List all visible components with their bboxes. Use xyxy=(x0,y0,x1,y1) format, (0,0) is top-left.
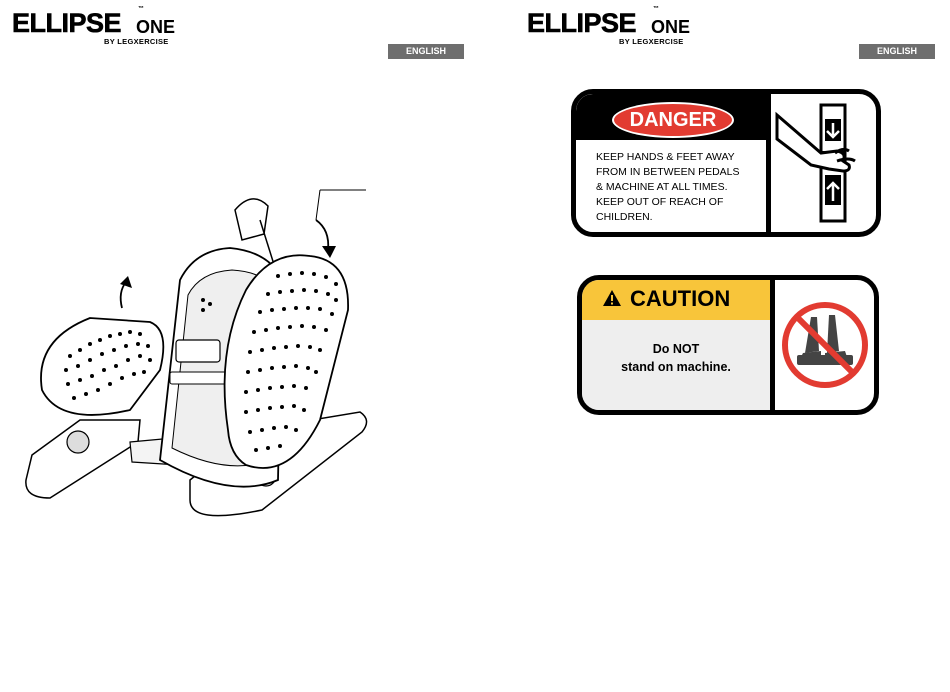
callout-line xyxy=(316,190,366,220)
brand-suffix: ONE xyxy=(136,17,175,37)
danger-line: CHILDREN. xyxy=(596,210,764,225)
danger-message: KEEP HANDS & FEET AWAY FROM IN BETWEEN P… xyxy=(596,150,764,225)
brand-logo: ELLIPSE ™ ONE BY LEGXERCISE xyxy=(12,8,202,50)
trademark-mark: ™ xyxy=(138,6,144,12)
brand-byline: BY LEGXERCISE xyxy=(104,37,169,46)
no-standing-icon xyxy=(775,280,874,410)
caution-line: stand on machine. xyxy=(582,358,770,376)
hand-pinch-icon xyxy=(771,94,876,232)
up-arrow-head xyxy=(120,276,132,288)
down-arrow xyxy=(316,220,328,250)
warning-triangle-icon xyxy=(602,289,622,307)
display-panel xyxy=(176,340,220,362)
trademark-mark: ™ xyxy=(653,6,659,12)
left-wheel xyxy=(67,431,89,453)
elliptical-machine-illustration xyxy=(20,180,380,530)
brand-name: ELLIPSE xyxy=(12,8,121,38)
brand-byline: BY LEGXERCISE xyxy=(619,37,684,46)
danger-sign: DANGER KEEP HANDS & FEET AWAY FROM IN BE… xyxy=(571,89,881,237)
carry-handle xyxy=(235,199,268,240)
brand-plate xyxy=(170,372,228,384)
down-arrow-head xyxy=(322,246,336,258)
danger-header: DANGER xyxy=(576,94,766,140)
language-badge: ENGLISH xyxy=(859,44,935,59)
brand-name: ELLIPSE xyxy=(527,8,636,38)
danger-title: DANGER xyxy=(612,102,734,138)
caution-message: Do NOT stand on machine. xyxy=(582,340,770,376)
caution-header: CAUTION xyxy=(582,280,770,320)
danger-line: KEEP HANDS & FEET AWAY xyxy=(596,150,764,165)
left-pedal xyxy=(41,318,163,415)
caution-title: CAUTION xyxy=(630,286,730,312)
language-badge: ENGLISH xyxy=(388,44,464,59)
brand-suffix: ONE xyxy=(651,17,690,37)
danger-line: FROM IN BETWEEN PEDALS xyxy=(596,165,764,180)
brand-logo: ELLIPSE ™ ONE BY LEGXERCISE xyxy=(527,8,717,50)
danger-line: & MACHINE AT ALL TIMES. xyxy=(596,180,764,195)
up-arrow xyxy=(121,282,126,308)
caution-sign: CAUTION Do NOT stand on machine. xyxy=(577,275,879,415)
caution-line: Do NOT xyxy=(582,340,770,358)
danger-line: KEEP OUT OF REACH OF xyxy=(596,195,764,210)
left-page: ELLIPSE ™ ONE BY LEGXERCISE ENGLISH xyxy=(0,0,475,692)
